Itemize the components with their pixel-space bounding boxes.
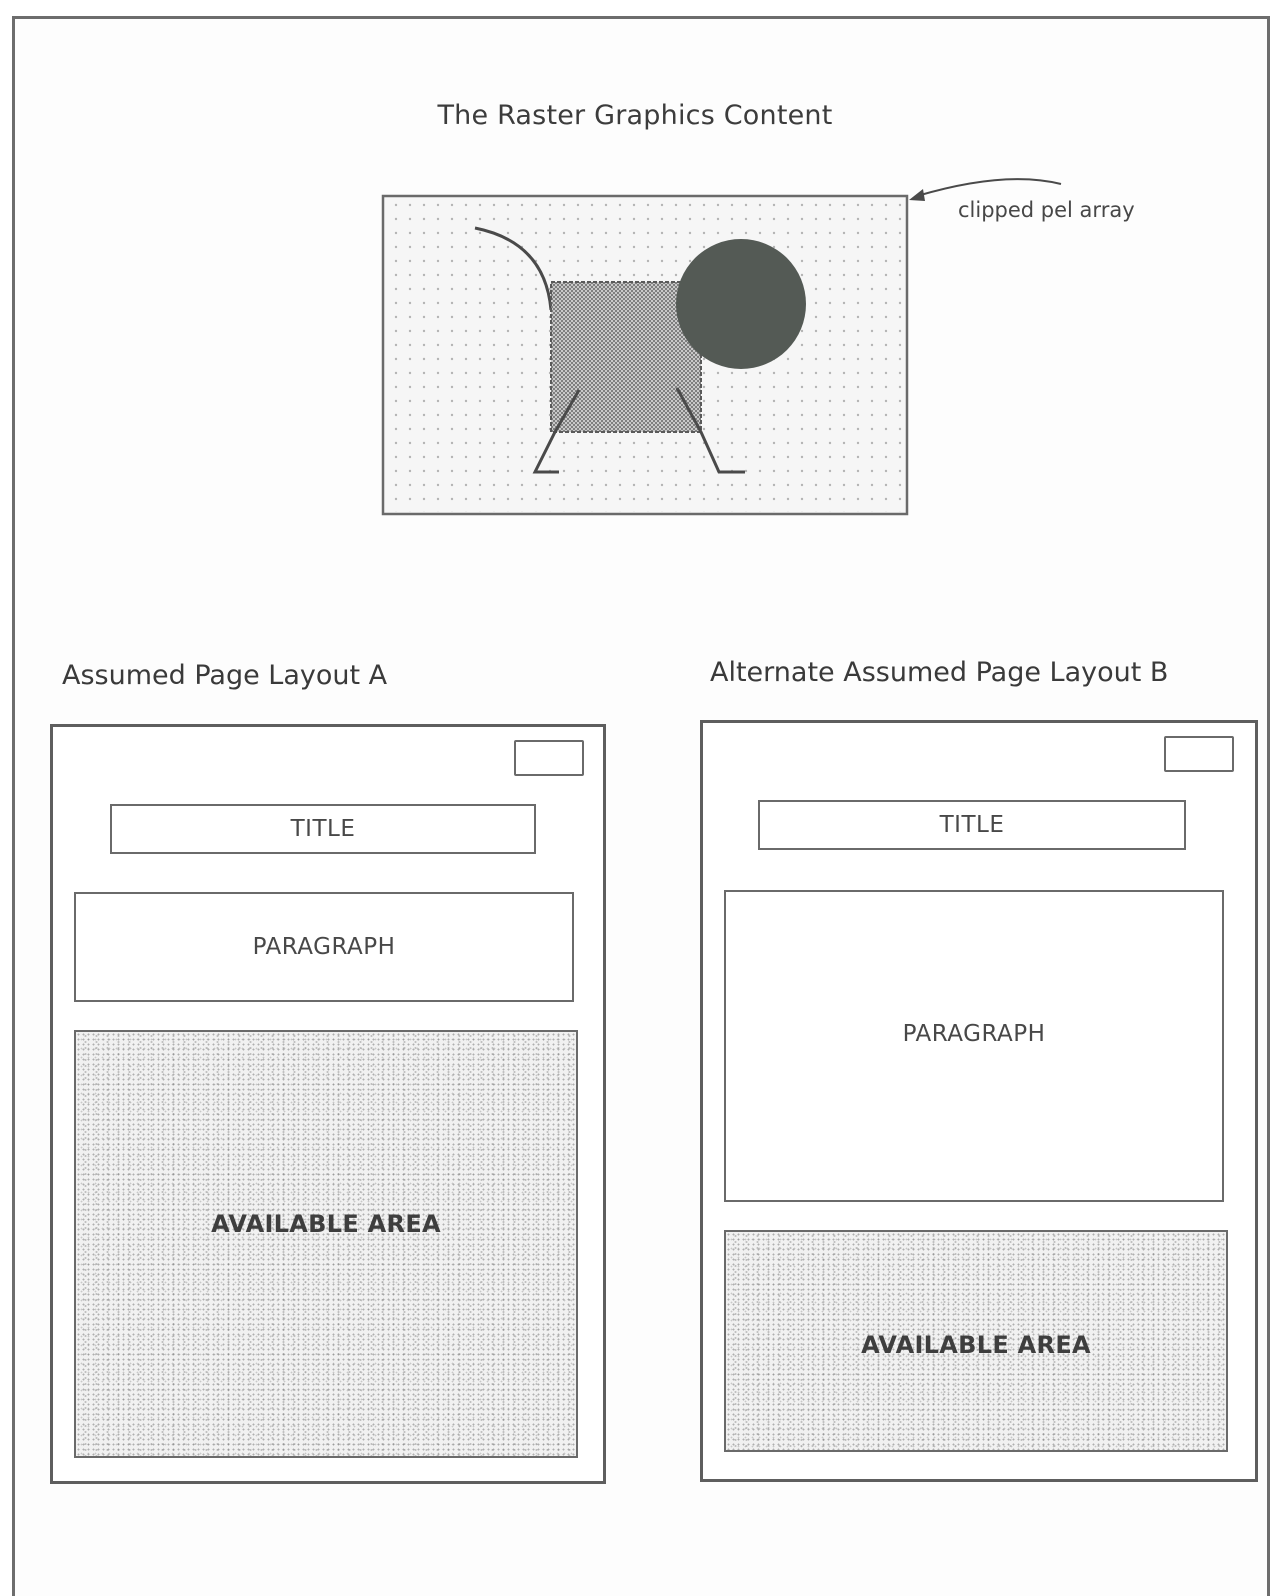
layout-b-title-box: TITLE	[758, 800, 1186, 850]
layout-a-heading: Assumed Page Layout A	[62, 660, 387, 691]
raster-figure	[375, 170, 920, 525]
layout-a-paragraph-label: PARAGRAPH	[253, 934, 396, 960]
layout-a-paragraph-box: PARAGRAPH	[74, 892, 574, 1002]
layout-a-title-label: TITLE	[291, 816, 356, 842]
head-circle	[676, 239, 806, 369]
layout-b-heading: Alternate Assumed Page Layout B	[710, 657, 1168, 688]
layout-b-title-label: TITLE	[940, 812, 1005, 838]
raster-title: The Raster Graphics Content	[380, 100, 890, 131]
layout-b-paragraph-box: PARAGRAPH	[724, 890, 1224, 1202]
layout-a-available-area: AVAILABLE AREA	[74, 1030, 578, 1458]
layout-a-corner-box	[514, 740, 584, 776]
layout-b-available-area: AVAILABLE AREA	[724, 1230, 1228, 1452]
layout-b-corner-box	[1164, 736, 1234, 772]
layout-b-available-label: AVAILABLE AREA	[861, 1331, 1091, 1359]
layout-b-paragraph-label: PARAGRAPH	[903, 1021, 1046, 1047]
callout-label: clipped pel array	[958, 198, 1135, 222]
layout-a-available-label: AVAILABLE AREA	[211, 1210, 441, 1238]
layout-a-title-box: TITLE	[110, 804, 536, 854]
